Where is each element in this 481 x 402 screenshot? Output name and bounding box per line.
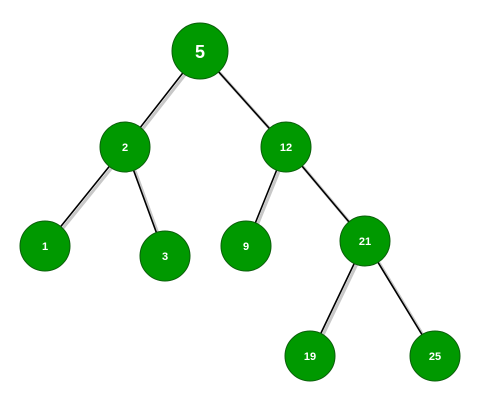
edge-21-25 (376, 260, 424, 337)
edge-5-2 (138, 71, 185, 129)
tree-node-25: 25 (409, 330, 461, 382)
edge-21-19 (319, 261, 356, 336)
tree-node-5: 5 (171, 22, 229, 80)
node-label: 5 (195, 42, 205, 62)
node-circle (19, 220, 71, 272)
node-circle (339, 215, 391, 267)
tree-node-2: 2 (99, 121, 151, 173)
edge-12-21 (300, 164, 351, 224)
edge-shadow-2-1 (60, 166, 114, 231)
edge-shadow-12-9 (255, 169, 281, 228)
edge-2-1 (59, 164, 111, 229)
node-label: 3 (162, 251, 168, 263)
edge-12-9 (254, 168, 278, 225)
edge-shadow-5-2 (140, 72, 187, 132)
edge-2-3 (132, 168, 158, 235)
node-circle (99, 121, 151, 173)
edge-shadow-2-3 (133, 170, 161, 237)
node-label: 19 (304, 351, 316, 363)
node-label: 1 (42, 241, 48, 253)
node-label: 12 (280, 142, 292, 154)
node-label: 25 (429, 351, 441, 363)
edge-shadow-21-19 (320, 263, 359, 338)
node-circle (171, 22, 229, 80)
tree-node-3: 3 (139, 230, 191, 282)
tree-node-9: 9 (220, 220, 272, 272)
tree-node-1: 1 (19, 220, 71, 272)
tree-node-19: 19 (284, 330, 336, 382)
node-label: 9 (243, 241, 249, 253)
node-circle (409, 330, 461, 382)
node-circle (260, 121, 312, 173)
node-circle (284, 330, 336, 382)
node-label: 2 (122, 142, 128, 154)
tree-nodes: 1 3 2 9 19 25 21 12 5 (19, 22, 461, 382)
node-circle (220, 220, 272, 272)
tree-edges (59, 70, 427, 339)
tree-node-21: 21 (339, 215, 391, 267)
edge-5-12 (217, 70, 271, 130)
tree-node-12: 12 (260, 121, 312, 173)
node-label: 21 (359, 236, 371, 248)
node-circle (139, 230, 191, 282)
